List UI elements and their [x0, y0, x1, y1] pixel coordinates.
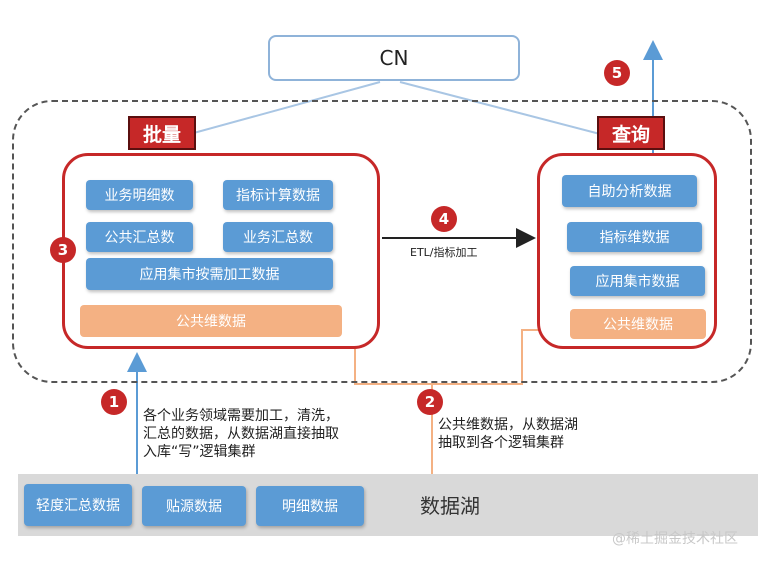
lake-box-detail: 明细数据	[256, 486, 364, 526]
step-1-badge: 1	[101, 389, 127, 415]
lake-title: 数据湖	[420, 494, 480, 518]
logical-cluster-boundary	[12, 100, 752, 383]
cn-to-query-line	[399, 81, 601, 135]
query-box-common-dim: 公共维数据	[570, 309, 706, 339]
step-4-badge: 4	[431, 206, 457, 232]
batch-box-common-summary: 公共汇总数	[86, 222, 193, 252]
step-1-note: 各个业务领域需要加工，清洗， 汇总的数据，从数据湖直接抽取 入库“写”逻辑集群	[143, 407, 339, 461]
query-tag: 查询	[597, 116, 665, 150]
cn-label: CN	[379, 46, 409, 70]
step-2-badge: 2	[417, 389, 443, 415]
query-box-metric-dim: 指标维数据	[567, 222, 702, 252]
cn-to-batch-line	[189, 81, 381, 135]
batch-box-metric-calc: 指标计算数据	[223, 180, 333, 210]
step-2-note-line: 抽取到各个逻辑集群	[438, 435, 564, 451]
step-3-badge: 3	[50, 237, 76, 263]
batch-box-app-mart: 应用集市按需加工数据	[86, 258, 333, 290]
step-5-badge: 5	[604, 60, 630, 86]
batch-tag: 批量	[128, 116, 196, 150]
batch-box-common-dim: 公共维数据	[80, 305, 342, 337]
lake-to-batch-common-line	[345, 318, 433, 474]
etl-label: ETL/指标加工	[410, 246, 478, 259]
batch-box-business-summary: 业务汇总数	[223, 222, 333, 252]
data-lake	[18, 474, 758, 536]
step-1-note-line: 汇总的数据，从数据湖直接抽取	[143, 426, 339, 442]
lake-box-source: 贴源数据	[142, 486, 246, 526]
query-box-app-mart: 应用集市数据	[570, 266, 705, 296]
step-1-note-line: 各个业务领域需要加工，清洗，	[143, 408, 339, 424]
cn-node: CN	[268, 35, 520, 81]
watermark: @稀土掘金技术社区	[612, 531, 738, 547]
step-1-note-line: 入库“写”逻辑集群	[143, 444, 256, 460]
step-2-note-line: 公共维数据，从数据湖	[438, 417, 578, 433]
query-box-self-analysis: 自助分析数据	[562, 175, 697, 207]
lake-box-light-summary: 轻度汇总数据	[24, 484, 132, 526]
step-2-note: 公共维数据，从数据湖 抽取到各个逻辑集群	[438, 416, 578, 452]
batch-box-detail: 业务明细数	[86, 180, 193, 210]
